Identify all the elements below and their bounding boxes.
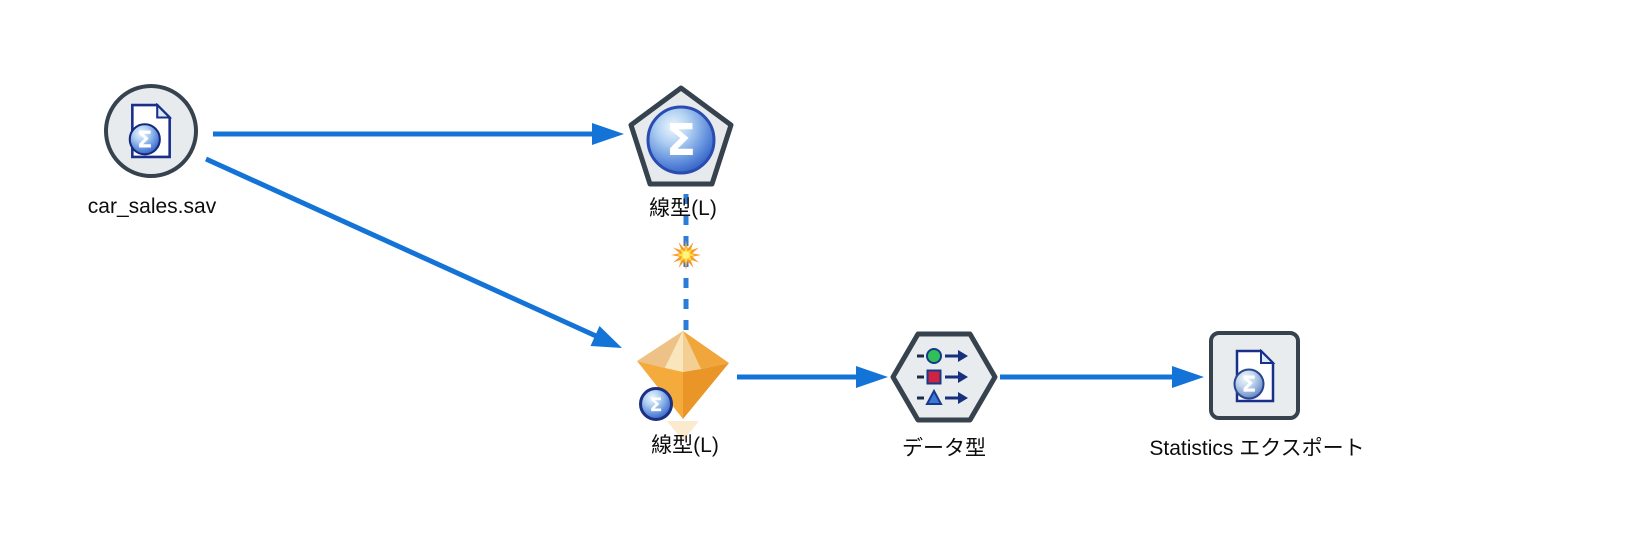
label-type-node: データ型 xyxy=(902,437,986,460)
sigma-badge-icon: Σ xyxy=(639,387,673,421)
node-statistics-export[interactable]: Σ xyxy=(1209,331,1300,420)
sigma-glyph: Σ xyxy=(666,115,696,166)
connection-source-to-nugget[interactable] xyxy=(204,156,622,348)
label-linear-model: 線型(L) xyxy=(649,197,717,220)
connection-nugget-to-type[interactable] xyxy=(737,366,888,388)
label-statistics-export: Statistics エクスポート xyxy=(1149,437,1365,460)
sigma-glyph: Σ xyxy=(650,394,663,416)
node-linear-model-nugget[interactable] xyxy=(635,329,731,447)
node-car-sales-source[interactable]: Σ xyxy=(104,84,198,178)
connection-source-to-model[interactable] xyxy=(213,123,624,145)
sigma-glyph: Σ xyxy=(137,128,153,154)
field-types-icon xyxy=(917,348,968,405)
statistics-file-icon: Σ xyxy=(1233,348,1275,402)
sparkle-icon xyxy=(671,240,701,270)
node-type[interactable] xyxy=(889,330,999,424)
node-linear-model[interactable]: Σ xyxy=(627,84,735,188)
connection-type-to-export[interactable] xyxy=(1000,366,1204,388)
label-car-sales-source: car_sales.sav xyxy=(87,195,217,218)
gold-gem-icon xyxy=(637,331,729,441)
statistics-file-icon: Σ xyxy=(128,103,173,159)
sigma-sphere-icon: Σ xyxy=(646,105,716,175)
sigma-glyph: Σ xyxy=(1241,373,1256,398)
label-linear-model-nugget: 線型(L) xyxy=(651,434,719,457)
